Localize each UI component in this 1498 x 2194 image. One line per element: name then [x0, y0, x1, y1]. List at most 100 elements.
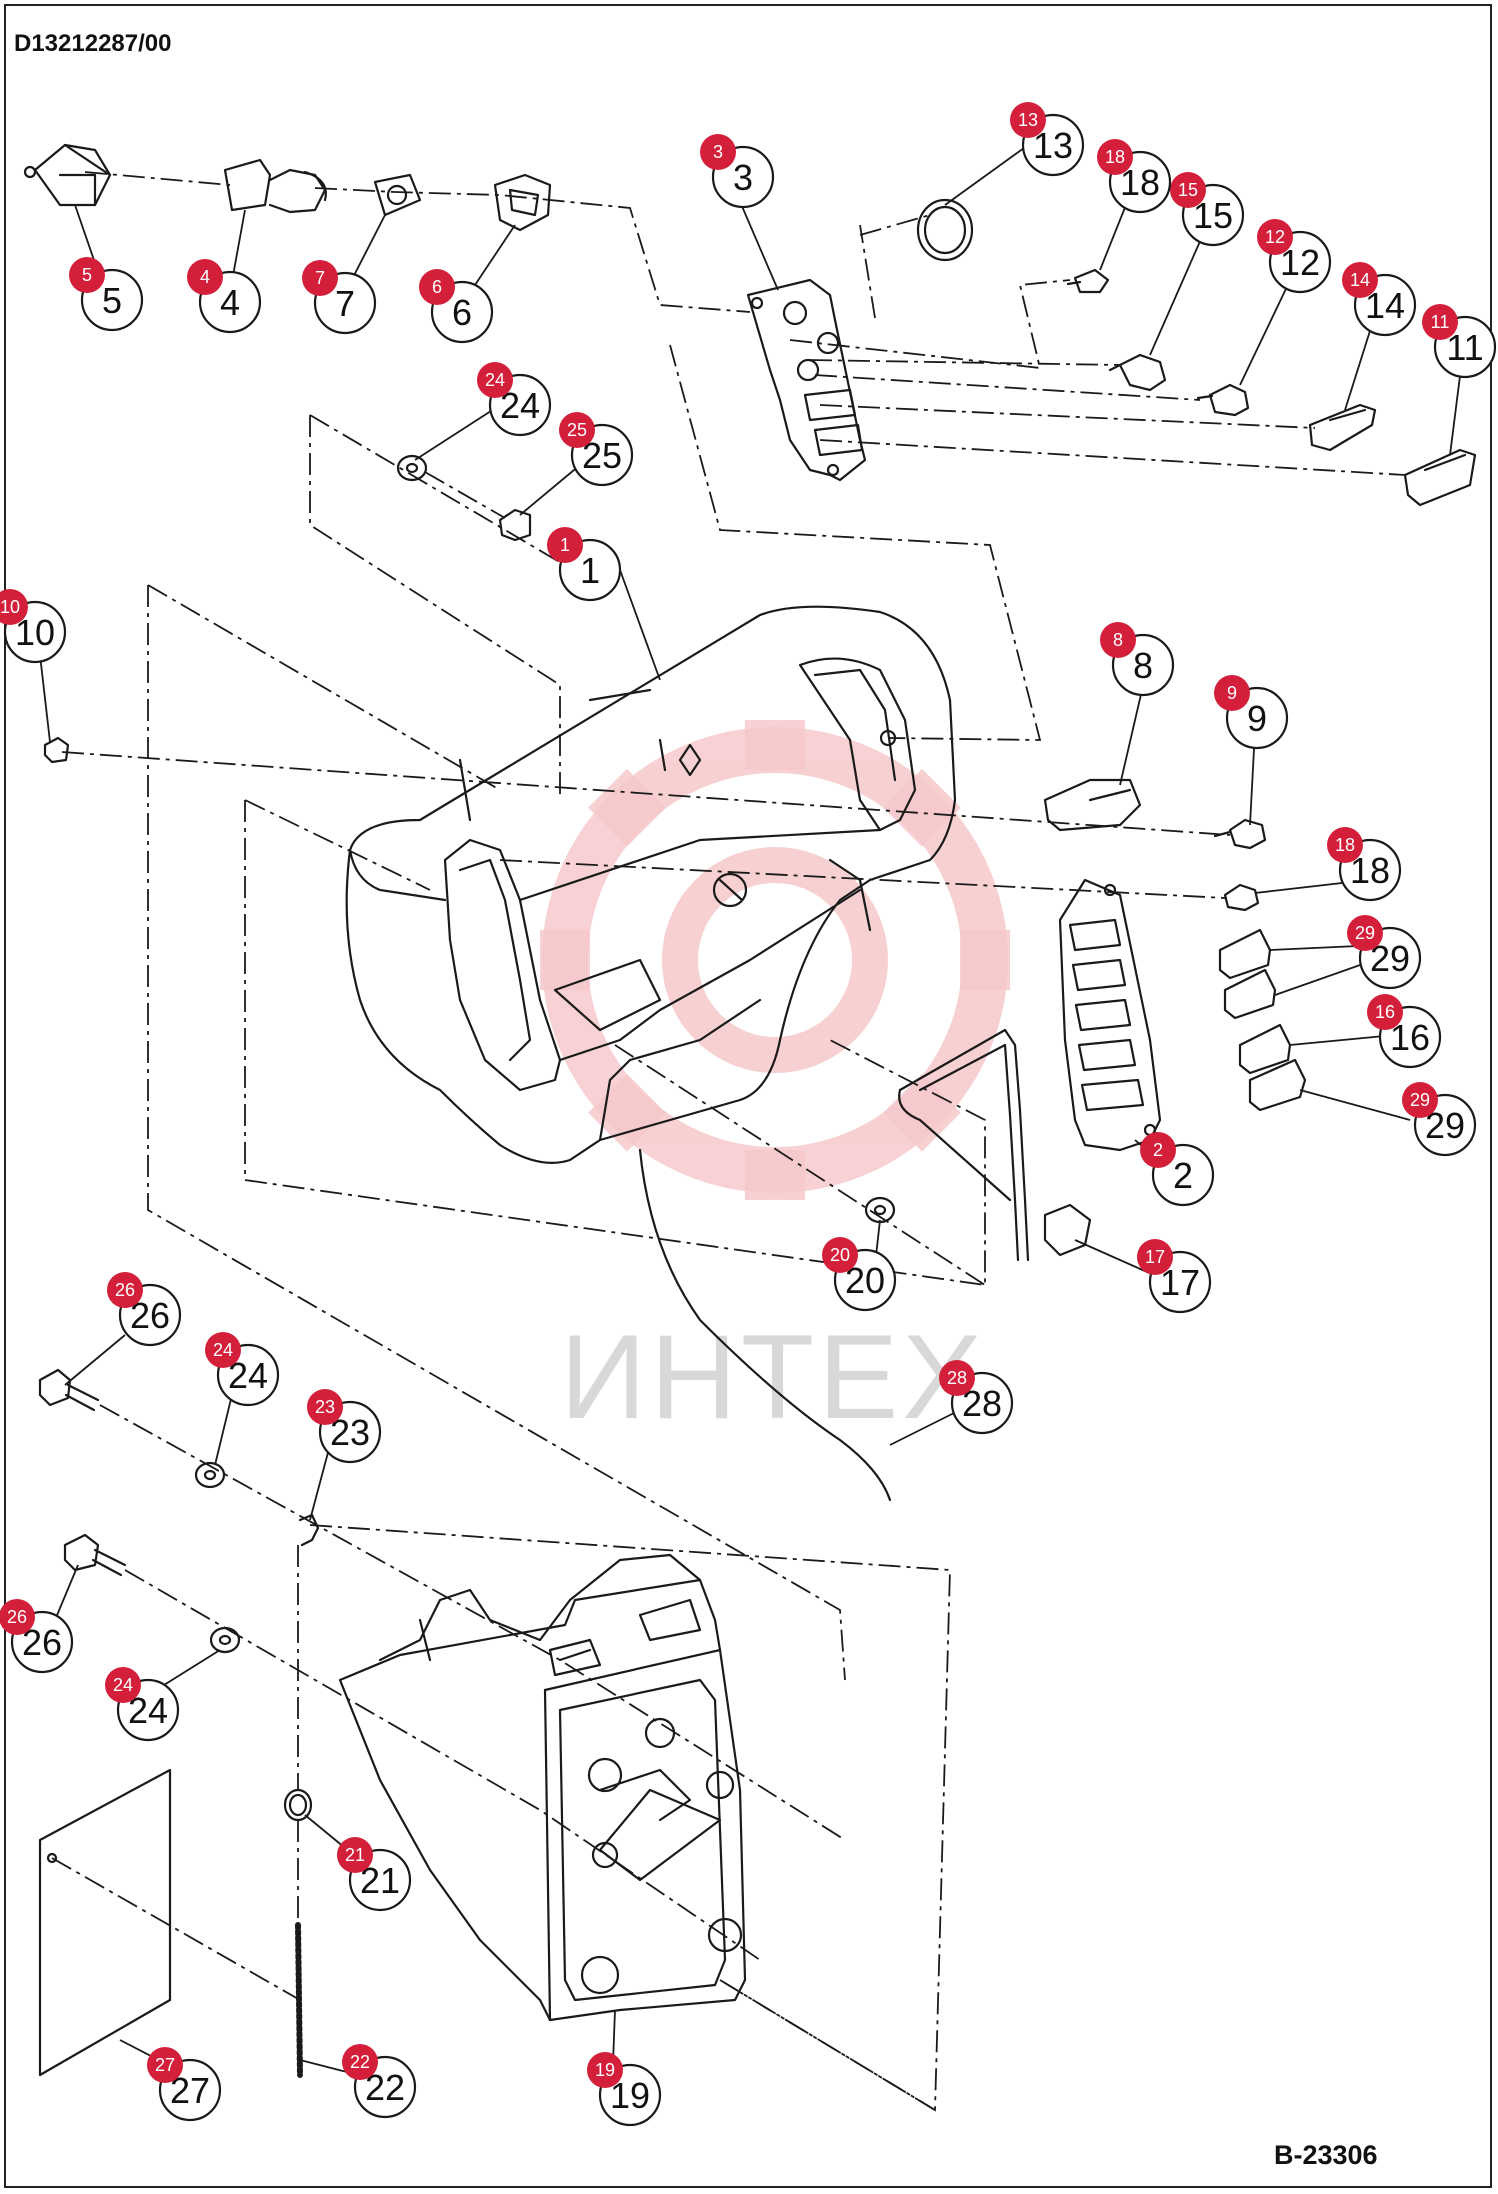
callout-badge-number: 29	[1410, 1090, 1430, 1110]
ring-part-13	[916, 198, 974, 262]
callout-badge-number: 19	[595, 2060, 615, 2080]
clip-part-6	[493, 173, 552, 232]
callout-badge	[1010, 102, 1046, 138]
callout-badge	[1137, 1239, 1173, 1275]
callout-c1: 11	[547, 527, 622, 602]
main-housing-part	[345, 605, 957, 1164]
screw-part-9	[1213, 818, 1267, 850]
callout-badge	[307, 1389, 343, 1425]
callout-badge	[0, 589, 28, 625]
document-id: D13212287/00	[14, 30, 172, 57]
callout-badge-number: 25	[567, 420, 587, 440]
screw-part-18b	[1223, 883, 1260, 912]
callout-badge-number: 2	[1153, 1140, 1163, 1160]
callout-badge-number: 17	[1145, 1247, 1165, 1267]
indicator-part-15	[1108, 353, 1167, 392]
callout-badge	[187, 259, 223, 295]
callout-badge	[559, 412, 595, 448]
callout-badge	[1342, 262, 1378, 298]
bolt-part-26b	[63, 1533, 127, 1577]
callout-badge-number: 26	[7, 1607, 27, 1627]
callout-badge	[0, 1599, 35, 1635]
callout-badge-number: 6	[432, 277, 442, 297]
callout-c4: 44	[187, 259, 262, 334]
switch-cap-part-29a	[1218, 928, 1277, 1020]
label-sheet-part-27	[38, 1768, 172, 2077]
callout-badge	[822, 1237, 858, 1273]
callout-badge	[939, 1360, 975, 1396]
watermark-gear-teeth	[540, 720, 1010, 1200]
drawing-frame	[4, 4, 1492, 2188]
callout-badge-number: 21	[345, 1845, 365, 1865]
bolt-part-26a	[38, 1368, 100, 1412]
callout-badge-number: 5	[82, 265, 92, 285]
callout-number: 8	[1133, 645, 1153, 686]
callout-number: 6	[452, 292, 472, 333]
callout-badge	[1327, 827, 1363, 863]
callout-badge-number: 26	[115, 1280, 135, 1300]
callout-badge	[337, 1837, 373, 1873]
push-switch-part-4	[223, 158, 327, 214]
callout-badge	[69, 257, 105, 293]
callout-badge-number: 28	[947, 1368, 967, 1388]
callout-badge-number: 10	[0, 597, 20, 617]
callout-badge-number: 4	[200, 267, 210, 287]
washer-part-24b	[194, 1461, 226, 1489]
callout-number: 7	[335, 283, 355, 324]
callout-c7: 77	[302, 260, 377, 335]
rocker-switch-part-11	[1403, 448, 1477, 507]
callout-number: 5	[102, 280, 122, 321]
callout-badge-number: 15	[1178, 180, 1198, 200]
callout-badge-number: 20	[830, 1245, 850, 1265]
callout-badge-number: 18	[1335, 835, 1355, 855]
callout-badge	[1347, 915, 1383, 951]
lamp-part-12	[1196, 383, 1250, 417]
callout-badge-number: 23	[315, 1397, 335, 1417]
callout-badge-number: 24	[113, 1675, 133, 1695]
callout-badge	[1367, 994, 1403, 1030]
callout-badge-number: 8	[1113, 630, 1123, 650]
bezel-part-7	[373, 173, 422, 217]
o-ring-part-21	[283, 1788, 313, 1822]
callout-badge-number: 16	[1375, 1002, 1395, 1022]
callout-badge	[105, 1667, 141, 1703]
callout-badge	[342, 2044, 378, 2080]
switch-plate-right-part	[1058, 878, 1162, 1152]
cable-part-17	[898, 1028, 1092, 1262]
screw-part-18a	[1066, 268, 1110, 294]
callout-number: 4	[220, 282, 240, 323]
callout-badge	[205, 1332, 241, 1368]
callout-badge	[700, 134, 736, 170]
switch-plate-upper-part	[746, 278, 867, 482]
callout-number: 1	[580, 550, 600, 591]
callout-number: 3	[733, 157, 753, 198]
washer-part-24a	[396, 454, 428, 482]
cable-part-28	[638, 1148, 892, 1502]
callout-badge-number: 18	[1105, 147, 1125, 167]
callout-badge	[147, 2047, 183, 2083]
switch-cap-part-29b	[1248, 1058, 1307, 1112]
clip-part-23	[298, 1513, 320, 1547]
watermark-text: ИНТЕХ	[560, 1310, 986, 1444]
switch-cap-part-16	[1238, 1023, 1292, 1075]
callout-badge	[1422, 304, 1458, 340]
callout-number: 2	[1173, 1155, 1193, 1196]
callout-badge-number: 11	[1431, 312, 1450, 332]
